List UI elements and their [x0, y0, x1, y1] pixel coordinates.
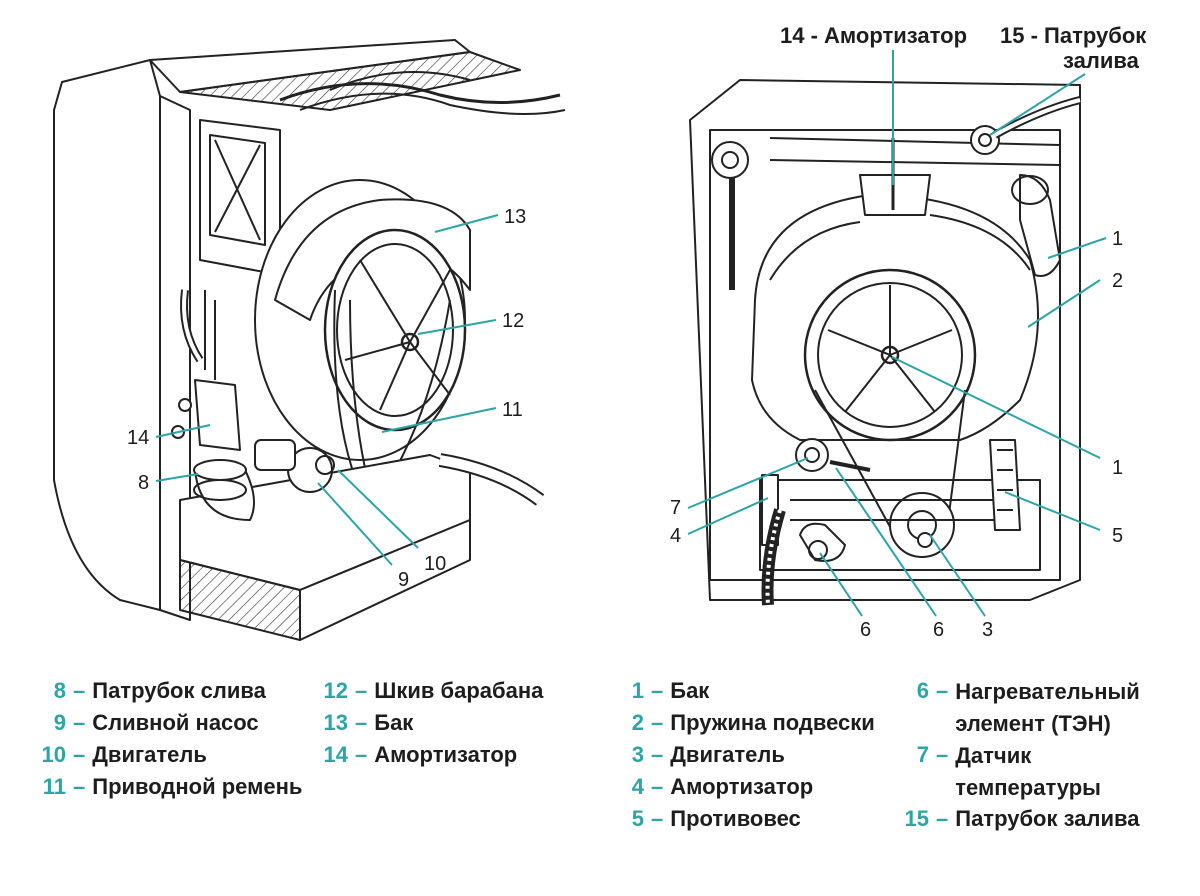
legend-column-4: 6–Нагревательный элемент (ТЭН) 7–Датчик …: [895, 676, 1155, 836]
legend-item: 1–Бак: [631, 678, 710, 703]
right-callout-labels: 14 - Амортизатор 15 - Патрубок залива 1 …: [670, 23, 1147, 641]
callout-top-14: 14 - Амортизатор: [780, 23, 967, 48]
legend-item: 8–Патрубок слива: [53, 678, 266, 703]
right-machine-illustration: [689, 79, 1081, 606]
legend-item: 11–Приводной ремень: [42, 774, 303, 799]
legend-column-2: 12–Шкив барабана 13–Бак 14–Амортизатор: [312, 676, 544, 772]
callout-1-lower: 1: [1112, 457, 1123, 479]
legend-item: 3–Двигатель: [631, 742, 785, 767]
callout-5: 5: [1112, 525, 1123, 547]
legend-column-1: 8–Патрубок слива 9–Сливной насос 10–Двиг…: [30, 676, 303, 804]
callout-1-upper: 1: [1112, 228, 1123, 250]
legend-item: 14–Амортизатор: [323, 742, 518, 767]
callout-4: 4: [670, 525, 681, 547]
legend-item: 4–Амортизатор: [631, 774, 814, 799]
callout-3: 3: [982, 619, 993, 641]
legend-item: 5–Противовес: [631, 806, 801, 831]
left-callout-numbers: 13 12 11 14 8 9 10: [127, 206, 526, 591]
washing-machine-diagram: 13 12 11 14 8 9 10: [53, 23, 1147, 641]
callout-10: 10: [424, 553, 446, 575]
callout-6-left: 6: [860, 619, 871, 641]
callout-7: 7: [670, 497, 681, 519]
legend-item: 15–Патрубок залива: [904, 806, 1140, 831]
legend-column-3: 1–Бак 2–Пружина подвески 3–Двигатель 4–А…: [620, 676, 875, 836]
right-leader-lines: [687, 50, 1107, 617]
callout-9: 9: [398, 569, 409, 591]
callout-14: 14: [127, 427, 149, 449]
legend-item: 2–Пружина подвески: [631, 710, 875, 735]
legend-item: 12–Шкив барабана: [323, 678, 544, 703]
callout-top-15-line1: 15 - Патрубок: [1000, 23, 1147, 48]
callout-8: 8: [138, 472, 149, 494]
callout-11: 11: [502, 399, 523, 421]
legend-item: 9–Сливной насос: [53, 710, 259, 735]
legend-item: 10–Двигатель: [41, 742, 207, 767]
callout-12: 12: [502, 310, 524, 332]
callout-2: 2: [1112, 270, 1123, 292]
callout-6-right: 6: [933, 619, 944, 641]
callout-top-15-line2: залива: [1063, 48, 1140, 73]
legend-item: 6–Нагревательный элемент (ТЭН): [916, 678, 1140, 736]
left-machine-illustration: [53, 39, 566, 641]
callout-13: 13: [504, 206, 526, 228]
left-leader-lines: [155, 214, 499, 566]
legend-item: 13–Бак: [323, 710, 414, 735]
legend-item: 7–Датчик температуры: [916, 742, 1101, 800]
